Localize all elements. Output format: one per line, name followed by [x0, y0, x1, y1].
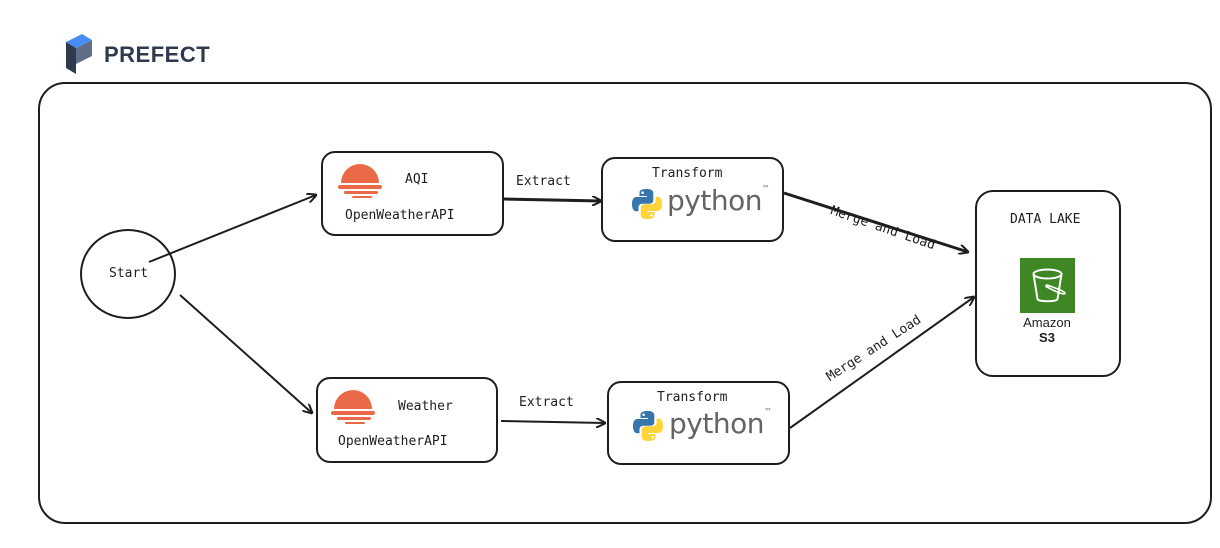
- s3-line-s3: S3: [1039, 330, 1055, 345]
- edge-transform-lake-bottom: [789, 297, 974, 429]
- brand-header: PREFECT: [64, 34, 210, 76]
- sunset-icon: [338, 164, 382, 198]
- start-label: Start: [109, 266, 149, 281]
- edge-start-weather: [179, 294, 312, 413]
- sunset-icon: [331, 390, 375, 424]
- edge-start-aqi: [148, 195, 316, 263]
- weather-title: Weather: [398, 399, 453, 414]
- transform-bottom-title: Transform: [657, 390, 728, 405]
- edge-transform-lake-top: [783, 191, 968, 252]
- trademark: ™: [761, 184, 770, 193]
- trademark: ™: [763, 407, 772, 416]
- prefect-logo-icon: [66, 34, 92, 74]
- aqi-subtitle: OpenWeatherAPI: [345, 208, 455, 223]
- edge-aqi-transform: [503, 199, 601, 201]
- extract-label-top: Extract: [516, 174, 571, 189]
- weather-subtitle: OpenWeatherAPI: [338, 434, 448, 449]
- edge-weather-transform: [500, 421, 605, 423]
- python-logo-icon: [632, 189, 662, 219]
- s3-bucket-icon: [1020, 258, 1075, 313]
- transform-node-top[interactable]: [601, 157, 784, 242]
- python-wordmark-top: python™: [667, 184, 770, 217]
- aqi-title: AQI: [405, 172, 429, 187]
- extract-label-bottom: Extract: [519, 395, 574, 410]
- transform-top-title: Transform: [652, 166, 723, 181]
- flow-container: [38, 82, 1212, 524]
- python-logo-icon: [633, 411, 663, 441]
- brand-name: PREFECT: [104, 42, 211, 67]
- start-node[interactable]: [80, 229, 176, 319]
- python-wordmark-bottom: python™: [669, 407, 772, 440]
- data-lake-title: DATA LAKE: [1010, 212, 1081, 227]
- python-text: python: [667, 184, 762, 217]
- s3-line-amazon: Amazon: [1023, 315, 1071, 330]
- s3-caption: Amazon S3: [1012, 315, 1082, 345]
- python-text: python: [669, 407, 764, 440]
